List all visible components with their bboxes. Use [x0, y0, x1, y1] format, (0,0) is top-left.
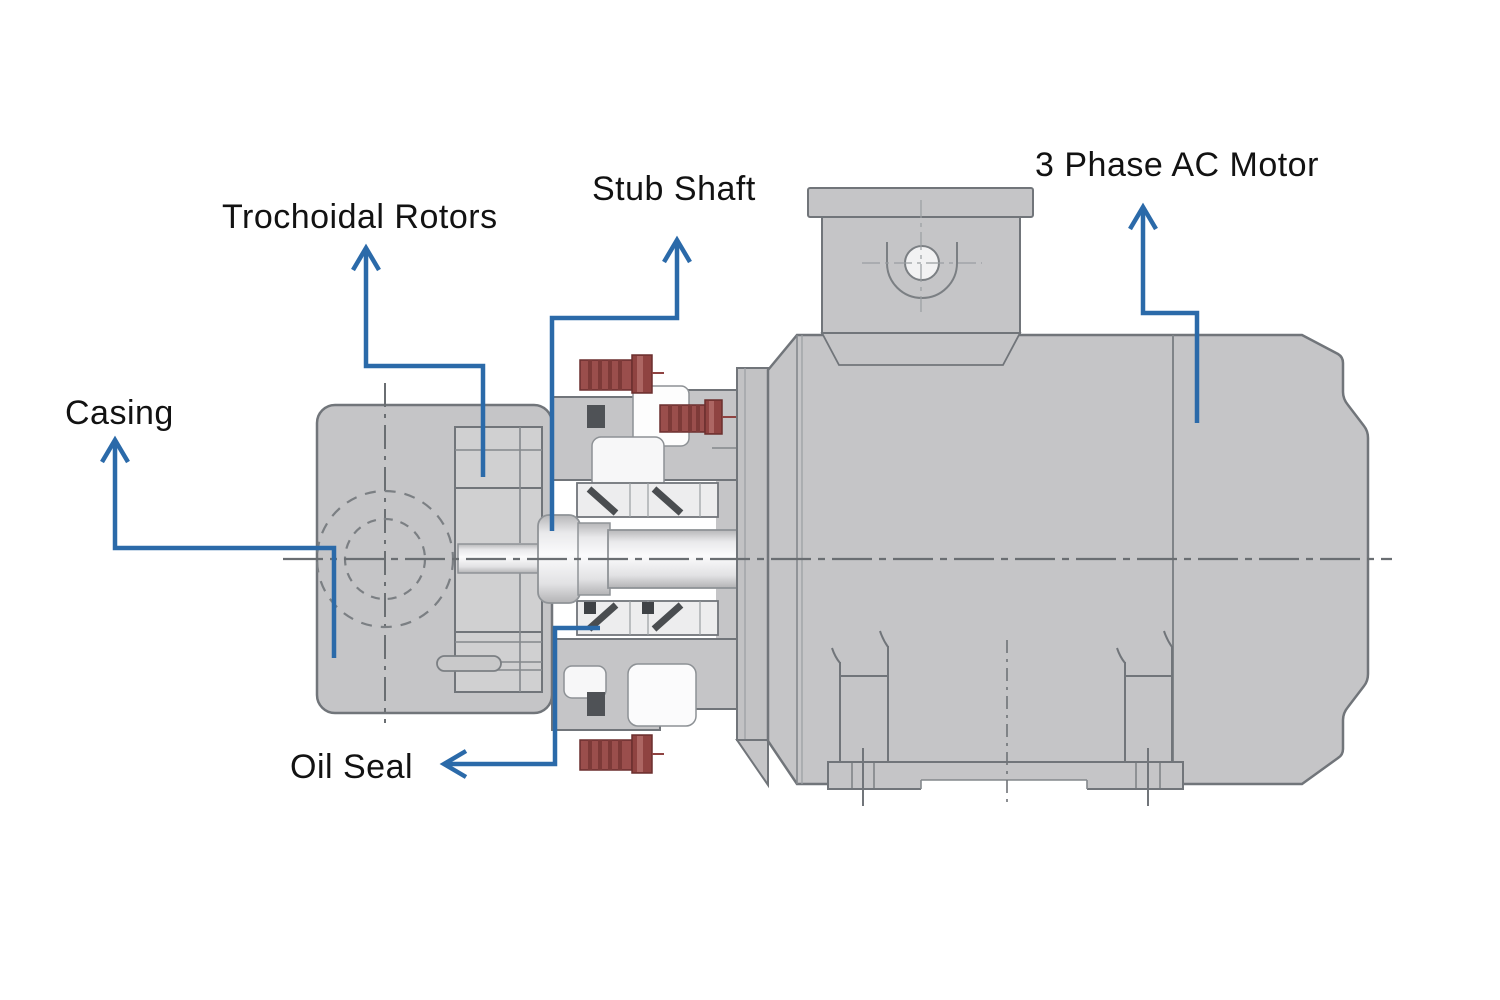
- foot-left: [831, 630, 889, 806]
- label-oil-seal: Oil Seal: [290, 748, 413, 786]
- upper-seal-block: [587, 405, 605, 428]
- base-recess: [921, 780, 1087, 790]
- flange-bolts: [579, 354, 757, 774]
- label-casing: Casing: [65, 394, 174, 432]
- stub-shaft-assembly: [457, 514, 739, 604]
- stub-shaft-leader-arrow: [549, 235, 692, 531]
- lower-cavity-right: [627, 663, 697, 727]
- cable-gland-boss: [886, 242, 958, 299]
- label-trochoidal-rotors: Trochoidal Rotors: [222, 198, 498, 236]
- ac-motor: [735, 187, 1370, 806]
- upper-seal-lip-2: [651, 486, 684, 516]
- seal-dot-2: [642, 602, 654, 614]
- terminal-box-neck: [820, 332, 1022, 366]
- oil-seal-leader-arrow: [439, 625, 600, 779]
- seal-dot-1: [584, 602, 596, 614]
- annotations: Casing Trochoidal Rotors Stub Shaft 3 Ph…: [65, 146, 1319, 786]
- trochoidal-rotors-leader-arrow: [351, 243, 486, 477]
- bolt-upper-inner: [659, 399, 757, 435]
- lower-seal-lip-2: [651, 602, 684, 632]
- casing-drain-slot: [436, 655, 502, 672]
- label-ac-motor: 3 Phase AC Motor: [1035, 146, 1319, 184]
- casing-leader-arrow: [100, 435, 337, 658]
- motor-base: [827, 630, 1184, 806]
- motor-front-flange: [736, 367, 769, 741]
- oil-seal-block: [587, 692, 605, 716]
- bolt-lower-outer: [579, 734, 664, 774]
- label-stub-shaft: Stub Shaft: [592, 170, 756, 208]
- lower-cavity-left: [563, 665, 607, 699]
- terminal-box: [807, 187, 1034, 366]
- lower-seal-lip-1: [586, 602, 619, 632]
- flange-bottom-chamfer: [735, 739, 769, 789]
- bearing-housing: [551, 385, 738, 731]
- foot-right: [1116, 630, 1173, 806]
- ac-motor-leader-arrow: [1128, 202, 1200, 423]
- bolt-upper-outer: [579, 354, 664, 394]
- upper-seal-lip-1: [586, 486, 619, 516]
